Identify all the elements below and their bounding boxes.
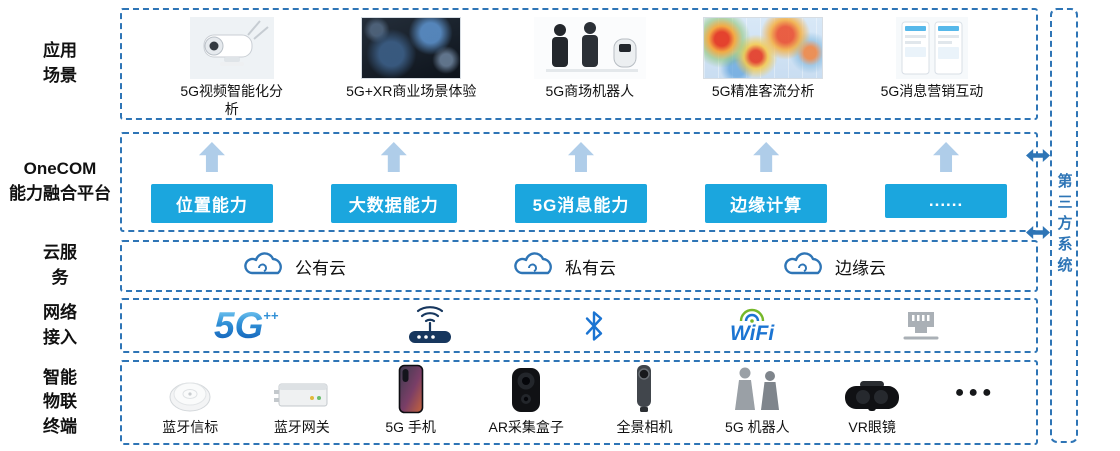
5g-robot-icon	[730, 360, 784, 414]
cloud-icon	[240, 248, 290, 285]
more-devices-dots: ●●●	[954, 383, 996, 401]
app-scenario-heatmap-analysis: 5G精准客流分析	[703, 16, 824, 101]
cloud-icon	[780, 248, 830, 285]
ethernet-port-icon	[898, 308, 944, 344]
layer-label-iot-terminals: 智能 物联 终端	[43, 367, 77, 436]
ar-capture-box-icon	[508, 360, 544, 414]
bluetooth-gateway-icon	[271, 360, 333, 414]
layer-label-onecom-platform: OneCOM 能力融合平台	[9, 159, 111, 203]
app-scenario-caption: 5G精准客流分析	[711, 83, 815, 99]
wifi-icon: WiFi	[730, 308, 774, 344]
app-scenario-caption: 5G+XR商业场景体验	[346, 83, 477, 99]
mall-robots-image	[533, 16, 646, 80]
third-party-system-panel: 第三方系统	[1050, 8, 1078, 443]
iot-terminal-layer: 蓝牙信标 蓝牙网关	[120, 360, 1038, 445]
video-analysis-image	[189, 16, 274, 80]
capability-column: 边缘计算	[705, 142, 828, 223]
device-panorama-camera: 全景相机	[616, 360, 672, 437]
wireless-router-icon	[402, 303, 458, 349]
device-ar-capture-box: AR采集盒子	[488, 360, 564, 437]
5g-phone-icon	[398, 360, 424, 414]
5g-network-icon: 5G++	[214, 305, 279, 346]
cloud-label: 边缘云	[835, 258, 886, 278]
app-scenario-message-marketing: 5G消息营销互动	[880, 16, 984, 101]
capability-button-location[interactable]: 位置能力	[150, 184, 273, 223]
capability-column: 位置能力	[150, 142, 273, 223]
capability-column: ......	[885, 142, 1008, 218]
cloud-label: 公有云	[295, 258, 346, 278]
message-marketing-image	[895, 16, 968, 80]
app-scenario-xr-experience: 5G+XR商业场景体验	[346, 16, 476, 101]
device-5g-phone: 5G 手机	[385, 360, 436, 437]
app-scenario-caption: 5G视频智能化分析	[180, 83, 284, 117]
device-caption: 5G 手机	[385, 419, 436, 435]
up-arrow-icon	[753, 142, 780, 172]
app-scenario-video-analysis: 5G视频智能化分析	[175, 16, 289, 118]
layer-label-cloud-service: 云服 务	[43, 243, 77, 287]
layer-label-app-scenarios: 应用 场景	[43, 41, 77, 85]
up-arrow-icon	[933, 142, 960, 172]
vr-glasses-icon	[842, 360, 902, 414]
capability-button-bigdata[interactable]: 大数据能力	[330, 184, 457, 223]
app-scenarios-layer: 5G视频智能化分析 5G+XR商业场景体验 5G商	[120, 8, 1038, 120]
xr-experience-image	[361, 16, 462, 80]
device-caption: VR眼镜	[848, 419, 896, 435]
capability-button-5g-message[interactable]: 5G消息能力	[514, 184, 648, 223]
device-caption: 蓝牙信标	[162, 419, 219, 435]
capability-button-more[interactable]: ......	[885, 184, 1008, 218]
up-arrow-icon	[567, 142, 594, 172]
up-arrow-icon	[198, 142, 225, 172]
capability-button-edge-computing[interactable]: 边缘计算	[705, 184, 828, 223]
public-cloud-item: 公有云	[240, 248, 346, 285]
layer-label-network-access: 网络 接入	[43, 302, 77, 347]
private-cloud-item: 私有云	[510, 248, 616, 285]
cloud-service-layer: 公有云 私有云 边缘云	[120, 240, 1038, 292]
capability-column: 5G消息能力	[514, 142, 648, 223]
up-arrow-icon	[380, 142, 407, 172]
heatmap-analysis-image	[703, 16, 824, 80]
third-party-system-label: 第三方系统	[1055, 173, 1073, 278]
bidirectional-arrow-icon	[1026, 149, 1050, 162]
device-5g-robot: 5G 机器人	[725, 360, 790, 437]
device-caption: 5G 机器人	[725, 419, 790, 435]
capability-column: 大数据能力	[330, 142, 457, 223]
device-bluetooth-beacon: 蓝牙信标	[162, 360, 218, 437]
cloud-label: 私有云	[565, 258, 616, 278]
bidirectional-arrow-icon	[1026, 226, 1050, 239]
app-scenario-caption: 5G商场机器人	[545, 83, 635, 99]
device-caption: 蓝牙网关	[273, 419, 330, 435]
device-caption: 全景相机	[616, 419, 673, 435]
network-access-layer: 5G++	[120, 298, 1038, 353]
bluetooth-beacon-icon	[167, 360, 213, 414]
device-bluetooth-gateway: 蓝牙网关	[271, 360, 333, 437]
app-scenario-caption: 5G消息营销互动	[880, 83, 984, 99]
onecom-platform-layer: 位置能力 大数据能力 5G消息能力 边缘计算 ......	[120, 132, 1038, 232]
app-scenario-mall-robots: 5G商场机器人	[533, 16, 646, 101]
panorama-camera-icon	[632, 360, 656, 414]
edge-cloud-item: 边缘云	[780, 248, 886, 285]
bluetooth-icon	[582, 308, 606, 344]
cloud-icon	[510, 248, 560, 285]
device-vr-glasses: VR眼镜	[842, 360, 902, 437]
device-caption: AR采集盒子	[488, 419, 564, 435]
